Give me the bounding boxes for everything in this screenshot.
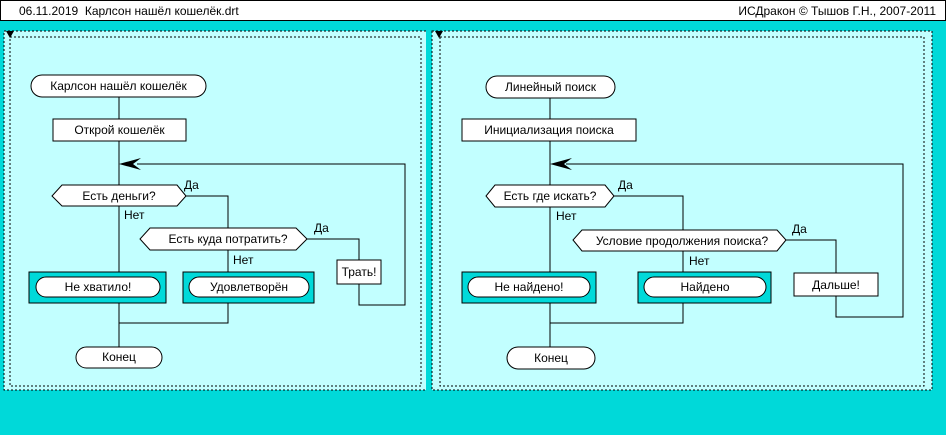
panel-gap (426, 29, 432, 391)
panel-background (3, 30, 428, 391)
loop-arrow-icon (119, 158, 141, 170)
diagram-1-connectors (118, 97, 406, 347)
d2-action-init-label: Инициализация поиска (484, 123, 614, 137)
panel-inner-border (9, 36, 422, 387)
diagram-panel-1 (3, 29, 432, 391)
panel-inner-border (439, 36, 925, 387)
diagram-2-connectors (549, 98, 904, 347)
d1-branch-satisfied: Удовлетворён (182, 271, 315, 304)
d2-condition-yes-label: Да (792, 222, 807, 236)
d1-branch-not-enough: Не хватило! (28, 271, 167, 304)
d1-action-open: Открой кошелёк (52, 118, 187, 142)
d1-spend-yes-label: Да (314, 221, 329, 235)
d2-end-node: Конец (506, 346, 596, 370)
d1-branch-satisfied-label: Удовлетворён (210, 280, 288, 294)
d2-action-next: Дальше! (793, 272, 879, 297)
d1-start-label: Карлсон нашёл кошелёк (50, 79, 187, 93)
d2-branch-not-found: Не найдено! (461, 271, 597, 304)
d2-condition-no-label: Нет (689, 254, 710, 268)
d2-no-label: Нет (556, 209, 577, 223)
d1-start-node: Карлсон нашёл кошелёк (30, 74, 207, 98)
d2-branch-found: Найдено (637, 271, 772, 304)
d2-branch-not-found-label: Не найдено! (495, 280, 564, 294)
d2-start-node: Линейный поиск (485, 75, 616, 99)
d1-question-money-label: Есть деньги? (82, 189, 156, 203)
d1-question-spend-label: Есть куда потратить? (168, 232, 287, 246)
d2-end-label: Конец (534, 351, 568, 365)
d1-end-node: Конец (75, 346, 163, 369)
document-date: 06.11.2019 (19, 4, 79, 18)
d2-yes-label: Да (618, 178, 633, 192)
d2-action-init: Инициализация поиска (461, 118, 637, 142)
window-title: 06.11.2019 Карлсон нашёл кошелёк.drt (19, 4, 239, 18)
d1-question-spend: Есть куда потратить? (139, 227, 308, 251)
d1-question-money: Есть деньги? (51, 184, 187, 207)
panel-marker-icon (435, 31, 443, 38)
d1-yes-label: Да (184, 178, 199, 192)
panel-marker-icon (6, 31, 14, 38)
title-bar: 06.11.2019 Карлсон нашёл кошелёк.drt ИСД… (0, 0, 946, 21)
d2-start-label: Линейный поиск (505, 80, 597, 94)
d2-question-where: Есть где искать? (485, 184, 615, 208)
d1-branch-not-enough-label: Не хватило! (65, 280, 132, 294)
d1-action-spend-label: Трать! (342, 265, 377, 279)
d1-spend-no-label: Нет (233, 253, 254, 267)
d2-branch-found-label: Найдено (680, 280, 729, 294)
loop-arrow-icon (550, 158, 572, 170)
d2-action-next-label: Дальше! (812, 278, 860, 292)
d1-end-label: Конец (102, 350, 136, 364)
d1-action-spend: Трать! (336, 259, 382, 285)
file-name: Карлсон нашёл кошелёк.drt (84, 4, 239, 18)
d1-no-label: Нет (124, 208, 145, 222)
d1-action-open-label: Открой кошелёк (74, 123, 165, 137)
d2-question-where-label: Есть где искать? (504, 189, 597, 203)
d2-question-condition: Условие продолжения поиска? (572, 229, 787, 252)
d2-question-condition-label: Условие продолжения поиска? (596, 234, 769, 248)
app-credit: ИСДракон © Тышов Г.Н., 2007-2011 (738, 4, 936, 18)
